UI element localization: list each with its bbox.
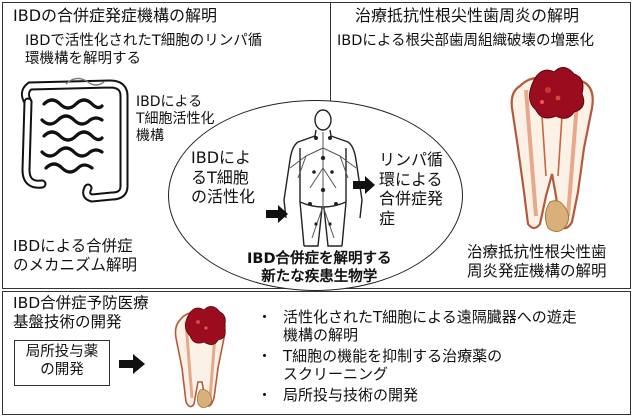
arrow-right-icon xyxy=(353,176,375,194)
ibd-organ-label: IBDによる T細胞活性化 機構 xyxy=(136,94,215,145)
periodontitis-bottom-label: 治療抵抗性根尖性歯 周炎発症機構の解明 xyxy=(467,243,607,280)
periodontitis-panel-subtitle: IBDによる根尖部歯周組織破壊の増悪化 xyxy=(337,33,594,49)
tooth-illustration xyxy=(510,67,594,232)
center-bottom-text: IBD合併症を解明する 新たな疾患生物学 xyxy=(247,251,392,285)
arrow-right-icon xyxy=(266,205,288,223)
list-item: ・局所投与技術の開発 xyxy=(257,386,419,404)
research-goals-list: ・活性化されたT細胞による遠隔臓器への遊走 機構の解明 ・T細胞の機能を抑制する… xyxy=(257,308,577,407)
ibd-bottom-label: IBDによる合併症 のメカニズム解明 xyxy=(13,237,138,274)
small-tooth-illustration xyxy=(174,306,226,408)
prevention-panel-title: IBD合併症予防医療 基盤技術の開発 xyxy=(13,294,149,331)
center-left-text: IBDによ るT細胞 の活性化 xyxy=(191,148,256,207)
prevention-panel: IBD合併症予防医療 基盤技術の開発 局所投与薬 の開発 ・活性化されたT細胞に… xyxy=(2,291,631,415)
local-drug-box-label: 局所投与薬 の開発 xyxy=(25,344,99,378)
ibd-panel-title: IBDの合併症発症機構の解明 xyxy=(13,6,218,25)
lymphatic-body-illustration xyxy=(283,109,363,247)
list-item: ・T細胞の機能を抑制する治療薬の スクリーニング xyxy=(257,347,503,383)
ibd-panel-subtitle: IBDで活性化されたT細胞のリンパ循 環機構を解明する xyxy=(25,33,263,67)
intestine-illustration xyxy=(20,77,129,203)
center-right-text: リンパ循 環による 合併症発 症 xyxy=(379,150,444,228)
arrow-right-icon xyxy=(119,354,145,374)
list-item: ・活性化されたT細胞による遠隔臓器への遊走 機構の解明 xyxy=(257,308,577,344)
periodontitis-panel-title: 治療抵抗性根尖性歯周炎の解明 xyxy=(355,6,580,25)
local-drug-box: 局所投与薬 の開発 xyxy=(14,340,110,386)
